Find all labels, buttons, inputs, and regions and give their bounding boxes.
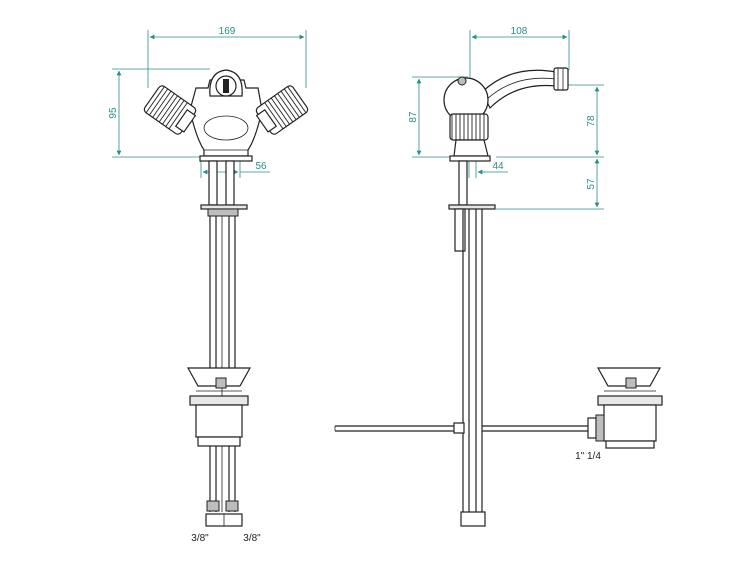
inlet-connector-side	[460, 511, 486, 527]
dim-label-spout-height: 78	[586, 115, 597, 127]
dim-label-width: 169	[219, 26, 236, 37]
dim-label-offset-side: 44	[492, 161, 504, 172]
dimension-reach-side: 108	[469, 26, 570, 82]
mixer-body-side	[443, 76, 491, 162]
supply-pipes-front	[209, 216, 236, 512]
pull-rod-side	[334, 209, 590, 527]
mixer-base-front	[199, 155, 253, 162]
waste-assembly-front	[186, 367, 252, 447]
spout-head-front	[209, 69, 243, 97]
dim-label-below-deck: 57	[586, 178, 597, 190]
dimension-body-height-side: 87	[408, 76, 468, 158]
dim-label-reach: 108	[511, 26, 528, 37]
front-view: 169 95 56	[108, 26, 309, 544]
dimension-width-front: 169	[147, 26, 307, 88]
left-handle	[143, 85, 197, 135]
dimension-height-front: 95	[108, 68, 210, 158]
mixer-body-front	[189, 79, 263, 157]
inlet-label-right: 3/8"	[243, 533, 261, 544]
waste-assembly-side	[587, 367, 663, 449]
deck-plate-front	[200, 204, 248, 210]
waste-thread-label: 1" 1/4	[575, 451, 601, 462]
dim-label-body-height: 87	[408, 111, 419, 123]
inlet-connectors-front	[205, 500, 243, 527]
inlet-label-left: 3/8"	[191, 533, 209, 544]
side-view: 108 87 78 57 44	[334, 26, 663, 527]
dim-label-offset: 56	[255, 161, 267, 172]
spout-arm-side	[481, 67, 569, 110]
dimension-spout-height-side: 78	[496, 84, 604, 158]
deck-plate-side	[448, 204, 496, 210]
dimension-below-deck-side: 57	[496, 158, 604, 210]
right-handle	[255, 85, 309, 135]
dim-label-height: 95	[108, 107, 119, 119]
